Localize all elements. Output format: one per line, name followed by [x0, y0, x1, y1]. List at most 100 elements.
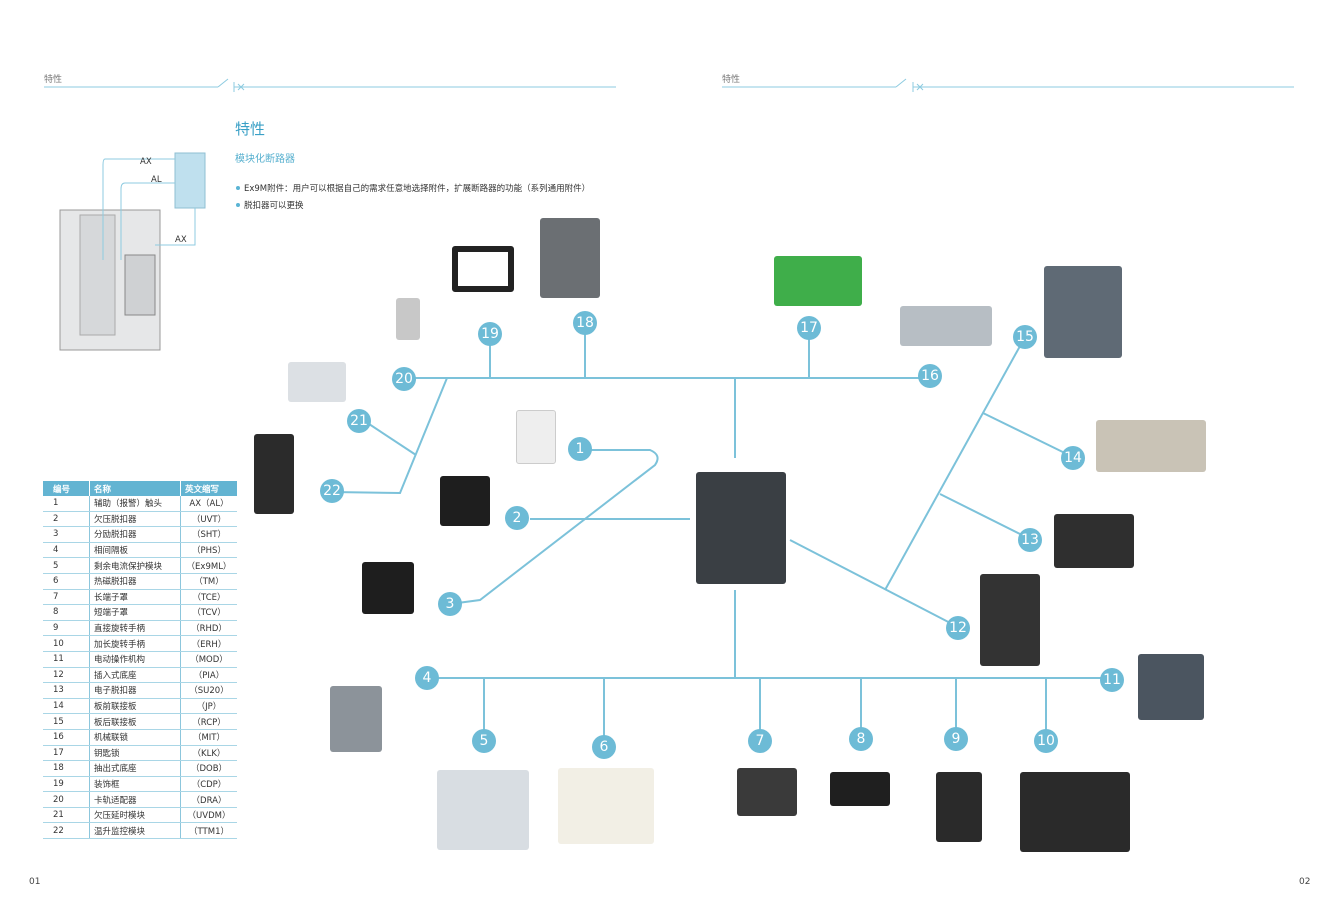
- row-name: 插入式底座: [89, 667, 181, 684]
- node-10[interactable]: 10: [1034, 729, 1058, 753]
- feature-bullet-2: 脱扣器可以更换: [236, 199, 304, 211]
- row-number: 12: [43, 667, 90, 684]
- row-name: 直接旋转手柄: [89, 620, 181, 637]
- mit-image: [900, 306, 992, 346]
- row-abbr: （TTM1）: [180, 822, 237, 840]
- row-number: 17: [43, 745, 90, 762]
- row-abbr: （TM）: [180, 573, 237, 590]
- row-name: 抽出式底座: [89, 760, 181, 777]
- row-number: 10: [43, 635, 90, 652]
- row-name: 热磁脱扣器: [89, 573, 181, 590]
- page-title: 特性: [235, 120, 266, 138]
- row-abbr: （MIT）: [180, 729, 237, 746]
- row-abbr: （Ex9ML）: [180, 557, 237, 574]
- row-name: 卡轨适配器: [89, 791, 181, 808]
- col-abbr: 英文缩写: [180, 481, 237, 496]
- row-abbr: （DOB）: [180, 760, 237, 777]
- row-abbr: （UVDM）: [180, 807, 237, 824]
- row-number: 7: [43, 589, 90, 606]
- row-name: 电子脱扣器: [89, 682, 181, 699]
- row-number: 6: [43, 573, 90, 590]
- node-13[interactable]: 13: [1018, 528, 1042, 552]
- row-number: 13: [43, 682, 90, 699]
- node-17[interactable]: 17: [797, 316, 821, 340]
- bullet-text: 脱扣器可以更换: [244, 201, 304, 211]
- node-18[interactable]: 18: [573, 311, 597, 335]
- row-abbr: （ERH）: [180, 635, 237, 652]
- page-number-left: 01: [29, 877, 41, 887]
- row-name: 长端子罩: [89, 589, 181, 606]
- row-abbr: （SU20）: [180, 682, 237, 699]
- node-1[interactable]: 1: [568, 437, 592, 461]
- node-4[interactable]: 4: [415, 666, 439, 690]
- row-abbr: （SHT）: [180, 526, 237, 543]
- breaker-drawing: [59, 152, 206, 351]
- tce-image: [737, 768, 797, 816]
- row-abbr: （KLK）: [180, 745, 237, 762]
- row-number: 22: [43, 822, 90, 840]
- tcv-image: [830, 772, 890, 806]
- row-name: 钥匙锁: [89, 745, 181, 762]
- row-number: 18: [43, 760, 90, 777]
- row-number: 15: [43, 713, 90, 730]
- node-2[interactable]: 2: [505, 506, 529, 530]
- erh-image: [1020, 772, 1130, 852]
- feature-bullet-1: Ex9M附件：用户可以根据自己的需求任意地选择附件，扩展断路器的功能（系列通用附…: [236, 182, 590, 194]
- node-12[interactable]: 12: [946, 616, 970, 640]
- row-name: 板前联接板: [89, 698, 181, 715]
- row-abbr: （UVT）: [180, 511, 237, 528]
- row-abbr: （RHD）: [180, 620, 237, 637]
- row-number: 11: [43, 651, 90, 668]
- row-abbr: （TCV）: [180, 604, 237, 621]
- bullet-dot-icon: [236, 203, 240, 207]
- node-20[interactable]: 20: [392, 367, 416, 391]
- node-14[interactable]: 14: [1061, 446, 1085, 470]
- row-number: 14: [43, 698, 90, 715]
- node-19[interactable]: 19: [478, 322, 502, 346]
- label-ax-top: AX: [140, 157, 152, 167]
- node-7[interactable]: 7: [748, 729, 772, 753]
- node-6[interactable]: 6: [592, 735, 616, 759]
- node-9[interactable]: 9: [944, 727, 968, 751]
- header-section-right: 特性: [722, 75, 741, 85]
- row-name: 温升监控模块: [89, 822, 181, 840]
- node-8[interactable]: 8: [849, 727, 873, 751]
- bullet-text: Ex9M附件：用户可以根据自己的需求任意地选择附件，扩展断路器的功能（系列通用附…: [244, 184, 591, 194]
- node-3[interactable]: 3: [438, 592, 462, 616]
- row-abbr: （PIA）: [180, 667, 237, 684]
- node-22[interactable]: 22: [320, 479, 344, 503]
- row-name: 欠压延时模块: [89, 807, 181, 824]
- node-21[interactable]: 21: [347, 409, 371, 433]
- node-11[interactable]: 11: [1100, 668, 1124, 692]
- ttm1-image: [254, 434, 294, 514]
- node-15[interactable]: 15: [1013, 325, 1037, 349]
- node-16[interactable]: 16: [918, 364, 942, 388]
- page-number-right: 02: [1299, 877, 1311, 887]
- row-number: 16: [43, 729, 90, 746]
- header-rules: [44, 78, 1294, 92]
- tm-image: [558, 768, 654, 844]
- row-name: 短端子罩: [89, 604, 181, 621]
- pia-image: [980, 574, 1040, 666]
- row-name: 相间隔板: [89, 542, 181, 559]
- main-breaker-image: [696, 472, 786, 584]
- row-name: 装饰框: [89, 776, 181, 793]
- row-name: 剩余电流保护模块: [89, 557, 181, 574]
- row-number: 20: [43, 791, 90, 808]
- node-5[interactable]: 5: [472, 729, 496, 753]
